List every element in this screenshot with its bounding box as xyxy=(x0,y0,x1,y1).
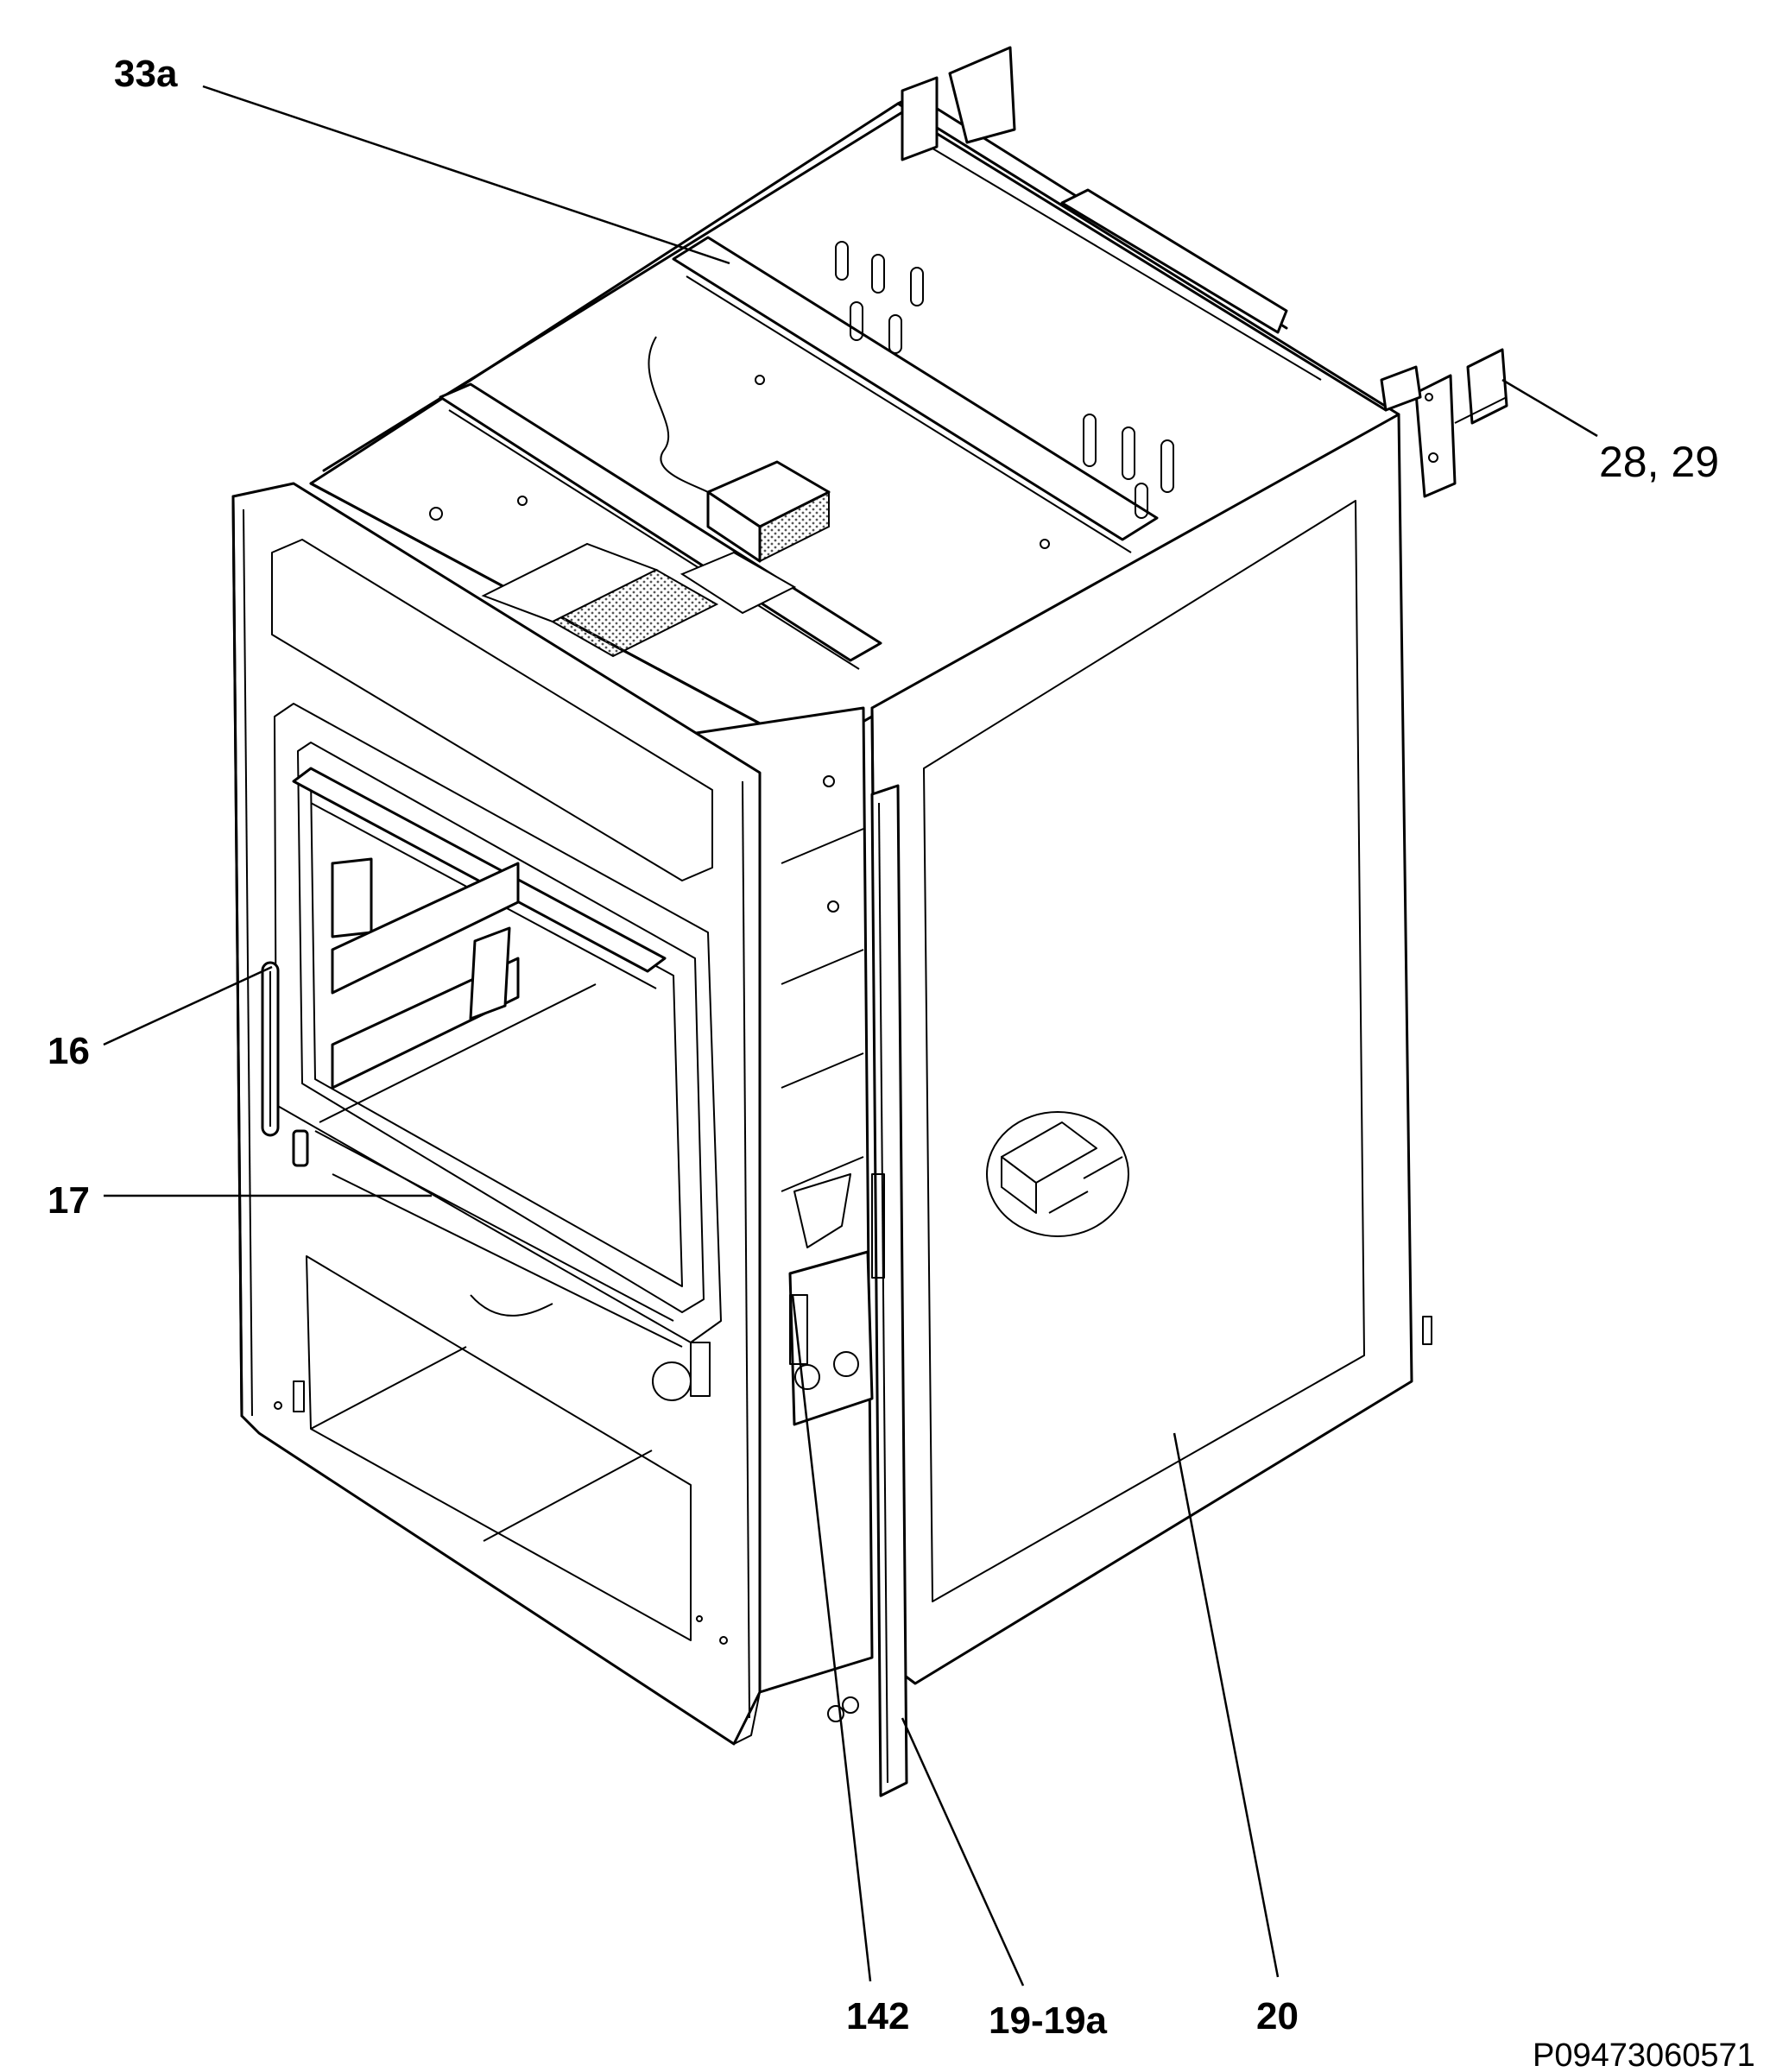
mounting-bracket xyxy=(1380,348,1508,498)
callout-142: 142 xyxy=(846,1995,909,2037)
leader-lines xyxy=(103,85,1598,1987)
callout-20: 20 xyxy=(1256,1995,1299,2037)
callout-28-29: 28, 29 xyxy=(1599,438,1719,486)
control-panel-opening xyxy=(271,539,713,881)
door-seal-strip xyxy=(261,961,309,1167)
callout-33a: 33a xyxy=(114,53,178,95)
side-clip xyxy=(1422,1316,1432,1345)
callout-16: 16 xyxy=(47,1030,90,1072)
leader-20 xyxy=(1173,1432,1280,1978)
oven-cavity-opening xyxy=(274,703,722,1401)
lower-compartment-opening xyxy=(293,1255,711,1641)
leader-33a xyxy=(202,85,730,265)
oven-cabinet xyxy=(231,46,1508,1797)
leader-28-29 xyxy=(1501,378,1598,438)
cabinet-front-frame xyxy=(231,482,762,1746)
rear-panel-slots xyxy=(835,241,1174,519)
cabinet-top-frame xyxy=(309,46,1400,753)
leader-142 xyxy=(791,1294,872,1982)
side-trim-strip xyxy=(870,784,908,1797)
callout-19-19a: 19-19a xyxy=(989,1999,1108,2042)
leader-16 xyxy=(103,965,273,1046)
drawing-code: P09473060571 xyxy=(1533,2037,1755,2072)
leader-19-19a xyxy=(901,1717,1025,1987)
callout-labels: 33a 28, 29 16 17 142 19-19a 20 P09473060… xyxy=(47,53,1755,2072)
callout-17: 17 xyxy=(47,1179,90,1222)
